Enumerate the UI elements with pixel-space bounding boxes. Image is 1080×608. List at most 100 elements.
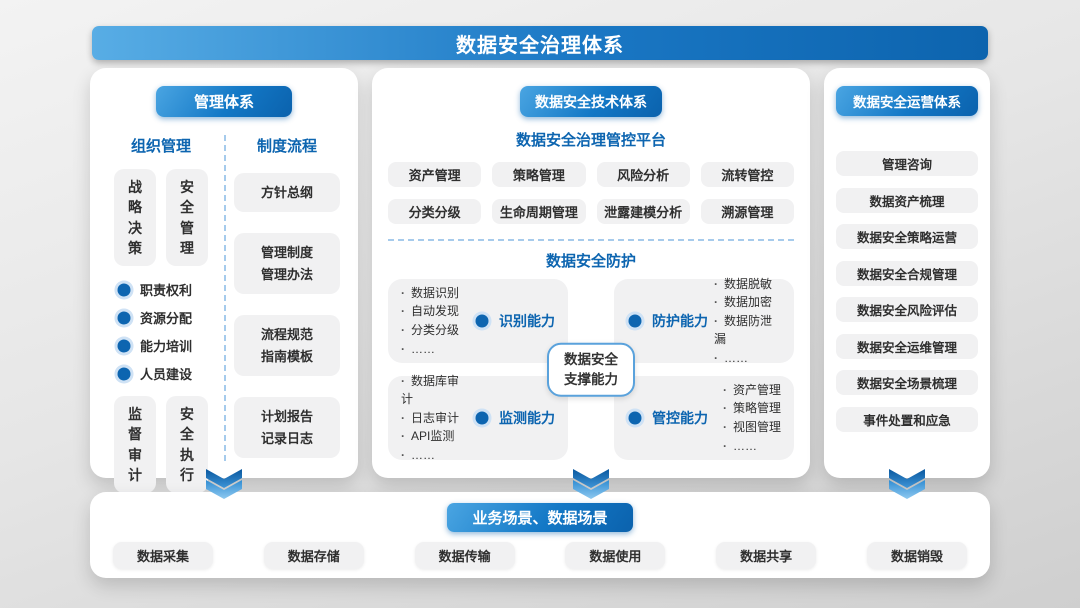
management-badge: 管理体系 (156, 86, 292, 117)
dot-icon (120, 341, 128, 350)
cap-item: 自动发现 (401, 302, 459, 321)
cap-items: 数据识别自动发现分类分级…… (401, 284, 459, 358)
cap-item: 策略管理 (723, 399, 781, 418)
cap-item: API监测 (401, 427, 468, 446)
bullet-item: 职责权利 (116, 280, 222, 299)
dot-icon (120, 369, 128, 378)
platform-pill: 流转管控 (700, 162, 794, 187)
cap-item: 数据防泄漏 (714, 312, 781, 349)
bullet-item: 资源分配 (116, 308, 222, 327)
operations-pill: 管理咨询 (836, 151, 978, 176)
vertical-box: 战略决策 (114, 169, 156, 267)
cap-box-monitor: 数据库审计日志审计API监测…… 监测能力 (388, 374, 568, 462)
technology-badge: 数据安全技术体系 (520, 86, 662, 117)
cap-items: 数据脱敏数据加密数据防泄漏…… (714, 275, 781, 368)
vertical-box: 监督审计 (114, 396, 156, 494)
cap-item: 数据加密 (714, 293, 781, 312)
dot-icon (120, 285, 128, 294)
vertical-box: 安全执行 (166, 396, 208, 494)
vertical-box: 安全管理 (166, 169, 208, 267)
protection-title: 数据安全防护 (545, 253, 636, 270)
scenario-pill: 数据使用 (565, 542, 666, 569)
operations-pill: 数据安全策略运营 (836, 224, 978, 249)
platform-row-2: 分类分级生命周期管理泄露建模分析溯源管理 (372, 199, 810, 224)
cap-item: 资产管理 (723, 381, 781, 400)
scenarios-panel: 业务场景、数据场景 数据采集 数据存储 数据传输 数据使用 数据共享 数据销毁 (90, 492, 990, 578)
operations-list: 管理咨询数据资产梳理数据安全策略运营数据安全合规管理数据安全风险评估数据安全运维… (824, 151, 990, 432)
process-list: 方针总纲管理制度管理办法流程规范指南模板计划报告记录日志 (226, 173, 348, 459)
cap-box-identify: 数据识别自动发现分类分级…… 识别能力 (388, 279, 568, 363)
cap-items: 资产管理策略管理视图管理…… (723, 381, 781, 455)
cap-label-monitor: 监测能力 (474, 408, 555, 428)
capability-grid: 数据识别自动发现分类分级…… 识别能力 防护能力 数据脱敏数据加密数据防泄漏……… (388, 277, 794, 462)
technology-panel: 数据安全技术体系 数据安全治理管控平台 资产管理策略管理风险分析流转管控 分类分… (372, 68, 810, 478)
column-divider (224, 135, 226, 461)
platform-pill: 策略管理 (492, 162, 586, 187)
operations-panel: 数据安全运营体系 管理咨询数据资产梳理数据安全策略运营数据安全合规管理数据安全风… (824, 68, 990, 478)
management-panel: 管理体系 组织管理 战略决策安全管理 职责权利 资源分配 能力培训 人员建设 监… (90, 68, 358, 494)
chevron-down-icon (573, 469, 609, 499)
page-title: 数据安全治理体系 (92, 26, 988, 60)
org-management-header: 组织管理 (130, 138, 191, 155)
org-bottom-boxes: 监督审计安全执行 (100, 396, 222, 494)
dot-icon (478, 317, 486, 325)
dot-icon (631, 317, 639, 325)
cap-items: 数据库审计日志审计API监测…… (401, 372, 468, 465)
dashed-separator (388, 239, 794, 241)
platform-pill: 资产管理 (388, 162, 482, 187)
scenarios-badge: 业务场景、数据场景 (447, 503, 633, 532)
cap-label-protect: 防护能力 (627, 311, 708, 331)
process-pill: 方针总纲 (234, 173, 340, 213)
cap-item: 数据识别 (401, 284, 459, 303)
cap-box-control: 管控能力 资产管理策略管理视图管理…… (614, 376, 794, 460)
cap-item: …… (714, 349, 781, 368)
operations-pill: 数据安全场景梳理 (836, 370, 978, 395)
dot-icon (120, 313, 128, 322)
process-pill: 流程规范指南模板 (234, 315, 340, 377)
bullet-item: 能力培训 (116, 336, 222, 355)
platform-row-1: 资产管理策略管理风险分析流转管控 (372, 162, 810, 187)
platform-title: 数据安全治理管控平台 (515, 132, 666, 149)
scenario-pill: 数据传输 (414, 542, 515, 569)
dot-icon (478, 414, 486, 422)
scenario-pill: 数据销毁 (866, 542, 967, 569)
platform-pill: 生命周期管理 (492, 199, 586, 224)
platform-pill: 风险分析 (596, 162, 690, 187)
scenario-pill: 数据共享 (716, 542, 817, 569)
org-top-boxes: 战略决策安全管理 (100, 169, 222, 267)
process-column: 制度流程 方针总纲管理制度管理办法流程规范指南模板计划报告记录日志 (226, 129, 348, 475)
platform-pill: 分类分级 (388, 199, 482, 224)
process-header: 制度流程 (256, 138, 317, 155)
support-capability-badge: 数据安全支撑能力 (547, 342, 635, 397)
operations-pill: 数据资产梳理 (836, 187, 978, 213)
scenario-pill: 数据采集 (113, 542, 213, 569)
operations-badge: 数据安全运营体系 (836, 86, 978, 116)
process-pill: 管理制度管理办法 (234, 233, 340, 295)
cap-item: …… (401, 446, 468, 465)
cap-label-identify: 识别能力 (474, 311, 555, 331)
chevron-down-icon (206, 469, 242, 499)
cap-box-protect: 防护能力 数据脱敏数据加密数据防泄漏…… (614, 277, 794, 365)
cap-item: 数据脱敏 (714, 275, 781, 294)
org-management-column: 组织管理 战略决策安全管理 职责权利 资源分配 能力培训 人员建设 监督审计安全… (100, 129, 222, 494)
management-body: 组织管理 战略决策安全管理 职责权利 资源分配 能力培训 人员建设 监督审计安全… (90, 129, 358, 494)
cap-item: 日志审计 (401, 409, 468, 428)
chevron-down-icon (889, 469, 925, 499)
cap-item: 分类分级 (401, 321, 459, 340)
dot-icon (631, 414, 639, 422)
operations-pill: 数据安全合规管理 (836, 260, 978, 286)
cap-label-control: 管控能力 (627, 408, 708, 428)
platform-pill: 泄露建模分析 (596, 199, 690, 224)
cap-item: 数据库审计 (401, 372, 468, 409)
process-pill: 计划报告记录日志 (234, 397, 340, 459)
operations-pill: 数据安全运维管理 (836, 333, 978, 359)
scenario-pill: 数据存储 (263, 542, 364, 569)
cap-item: 视图管理 (723, 418, 781, 437)
scenarios-list: 数据采集 数据存储 数据传输 数据使用 数据共享 数据销毁 (90, 542, 990, 569)
cap-item: …… (723, 437, 781, 456)
org-bullet-list: 职责权利 资源分配 能力培训 人员建设 (116, 280, 222, 383)
operations-pill: 数据安全风险评估 (836, 297, 978, 322)
operations-pill: 事件处置和应急 (836, 406, 978, 432)
bullet-item: 人员建设 (116, 364, 222, 383)
